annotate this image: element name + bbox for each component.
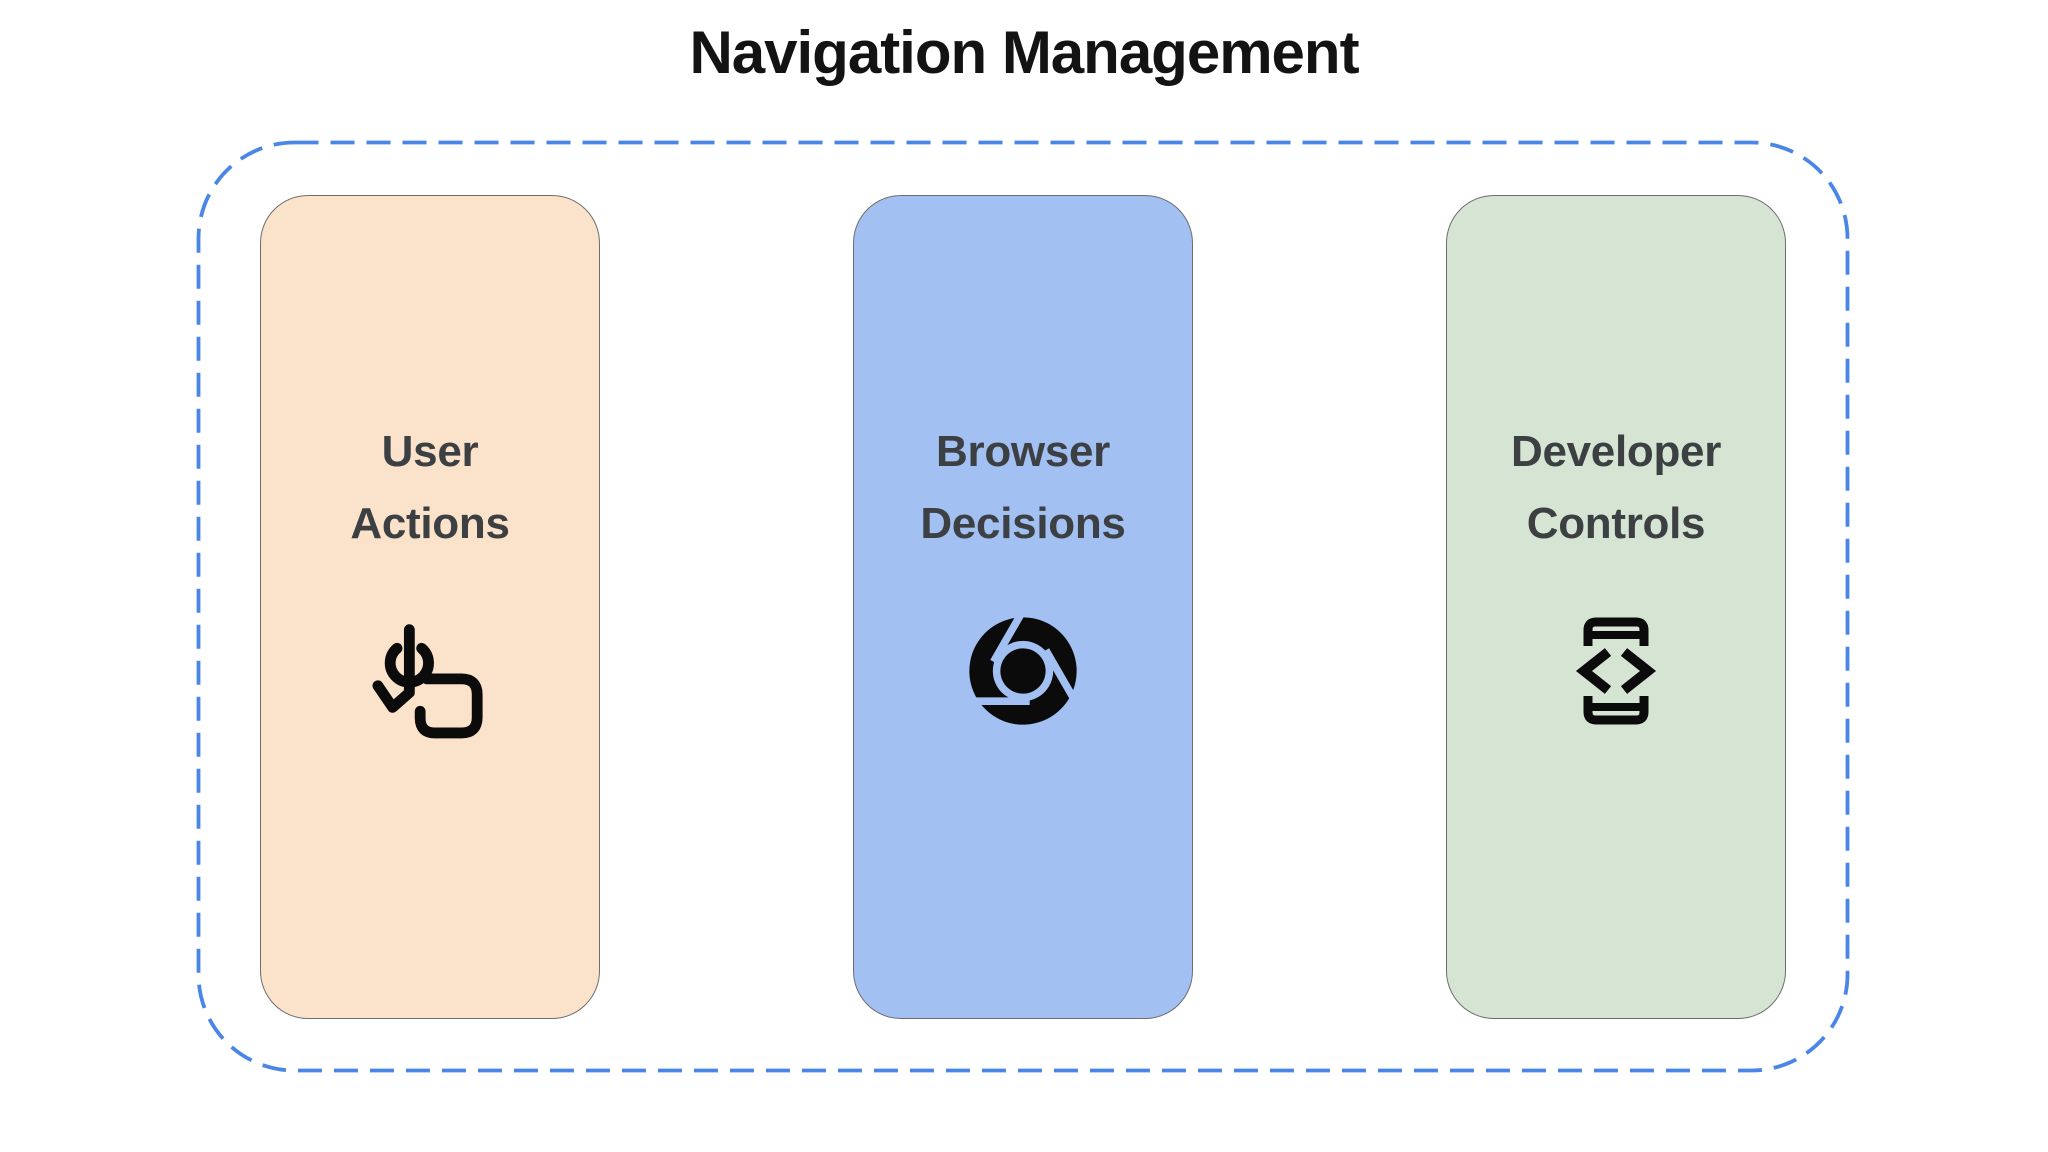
cards-row: User Actions Browser Decisions (196, 140, 1850, 1073)
diagram-title: Navigation Management (689, 19, 1359, 86)
card-label: Browser Decisions (920, 427, 1126, 548)
chrome-browser-icon (966, 601, 1080, 741)
developer-mode-icon (1572, 601, 1660, 741)
dashed-border (196, 140, 1850, 1073)
dashed-border-rect (196, 140, 1850, 1073)
navigation-management-group: User Actions Browser Decisions (196, 140, 1850, 1073)
card-label: User Actions (350, 427, 510, 548)
card-label: Developer Controls (1510, 427, 1722, 548)
touch-gesture-icon (372, 601, 488, 741)
card-user-actions: User Actions (260, 194, 600, 1019)
card-browser-decisions: Browser Decisions (853, 194, 1193, 1019)
card-developer-controls: Developer Controls (1446, 194, 1786, 1019)
